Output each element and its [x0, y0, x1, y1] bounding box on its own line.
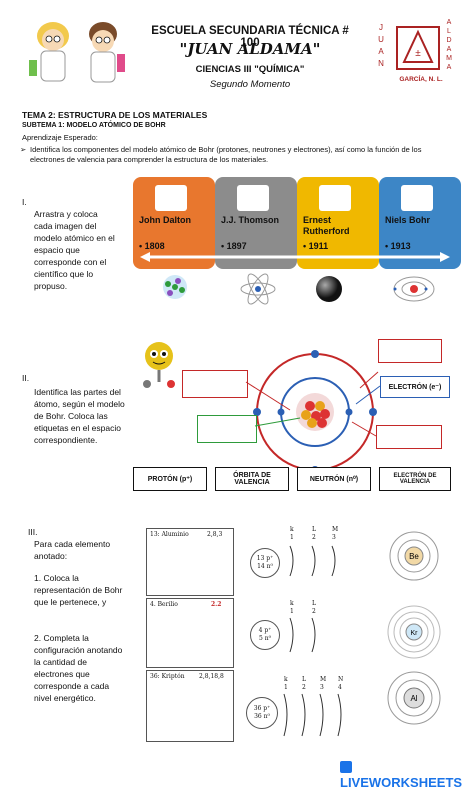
element-panel-kripton[interactable]: 36: Kriptón 2,8,18,8: [146, 670, 234, 742]
bohr-atom-kr-draggable[interactable]: Kr: [386, 604, 442, 660]
timeline-arrow: [140, 252, 450, 262]
scientist-kids-illustration: [29, 22, 125, 83]
section-1-instruction: Arrastra y coloca cada imagen del modelo…: [34, 209, 115, 291]
logo-emblem: ±: [396, 26, 440, 70]
subtema-heading: SUBTEMA 1: MODELO ATÓMICO DE BOHR: [22, 122, 166, 129]
atom-model-rutherford-draggable[interactable]: [238, 272, 278, 306]
shell-arcs-kripton: [283, 693, 342, 737]
aprendizaje-label: Aprendizaje Esperado:: [22, 133, 98, 142]
electron-label: ELECTRÓN (e⁻): [380, 376, 450, 398]
atom-model-bohr-draggable[interactable]: [392, 272, 436, 306]
school-name: ESCUELA SECUNDARIA TÉCNICA # 100: [151, 25, 349, 49]
svg-text:±: ±: [415, 48, 421, 59]
atom-model-thomson-draggable[interactable]: [150, 272, 200, 302]
subject-title: CIENCIAS III "QUÍMICA": [195, 64, 305, 75]
bohr-atom-al-draggable[interactable]: Al: [386, 670, 442, 726]
period-label: Segundo Momento: [209, 79, 291, 90]
nucleus-berilio: 4 p⁺5 n⁰: [250, 620, 280, 650]
nucleus-aluminio: 13 p⁺14 n⁰: [250, 548, 280, 578]
section-3-numeral: III.: [28, 527, 38, 537]
timeline-card-thomson: J.J. Thomson • 1897: [215, 177, 297, 269]
drop-slot-bohr[interactable]: [401, 185, 433, 211]
drop-slot-dalton[interactable]: [155, 185, 187, 211]
shell-arcs-aluminio: [289, 545, 336, 577]
element-panel-aluminio[interactable]: 13: Aluminio 2,8,3: [146, 528, 234, 596]
element-panel-berilio[interactable]: 4. Berilio 2.2: [146, 598, 234, 668]
timeline-card-rutherford: Ernest Rutherford • 1911: [297, 177, 379, 269]
label-electron-valencia-draggable[interactable]: ELECTRÓN DE VALENCIA: [379, 467, 451, 491]
svg-text:Kr: Kr: [411, 630, 419, 637]
label-orbita-valencia-draggable[interactable]: ÓRBITA DE VALENCIA: [215, 467, 289, 491]
drop-zone-part-2[interactable]: [378, 339, 442, 363]
school-motto: "JUAN ALDAMA": [179, 40, 321, 58]
section-1-numeral: I.: [22, 197, 27, 207]
aprendizaje-text: ➢Identifica los componentes del modelo a…: [20, 145, 422, 164]
svg-text:Al: Al: [410, 694, 417, 703]
section-2-instruction: Identifica las partes del átomo, según e…: [34, 387, 125, 445]
timeline-card-bohr: Niels Bohr • 1913: [379, 177, 461, 269]
section-3-step-1: 1. Coloca la representación de Bohr que …: [34, 573, 123, 607]
tema-heading: TEMA 2: ESTRUCTURA DE LOS MATERIALES: [22, 110, 208, 120]
drop-zone-part-3[interactable]: [197, 415, 257, 443]
liveworksheets-icon: [340, 761, 352, 773]
drop-slot-thomson[interactable]: [237, 185, 269, 211]
shell-arcs-berilio: [289, 617, 316, 653]
bohr-atom-diagram: [253, 350, 377, 474]
section-3-intro: Para cada elemento anotado:: [34, 539, 111, 561]
bohr-atom-be-draggable[interactable]: Be: [388, 530, 440, 582]
drop-slot-rutherford[interactable]: [319, 185, 351, 211]
drop-zone-part-4[interactable]: [376, 425, 442, 449]
atom-model-dalton-draggable[interactable]: [314, 274, 344, 304]
svg-text:Be: Be: [409, 552, 419, 561]
label-proton-draggable[interactable]: PROTÓN (p⁺): [133, 467, 207, 491]
section-2-numeral: II.: [22, 373, 30, 383]
nucleus-kripton: 36 p⁺36 n⁰: [246, 697, 278, 729]
liveworksheets-logo: LIVEWORKSHEETS: [340, 760, 474, 790]
drop-zone-part-1[interactable]: [182, 370, 248, 398]
label-neutron-draggable[interactable]: NEUTRÓN (n⁰): [297, 467, 371, 491]
section-3-step-2: 2. Completa la configuración anotando la…: [34, 633, 123, 703]
pointer-lines: [245, 371, 381, 437]
atom-mascot-illustration: [143, 342, 175, 388]
